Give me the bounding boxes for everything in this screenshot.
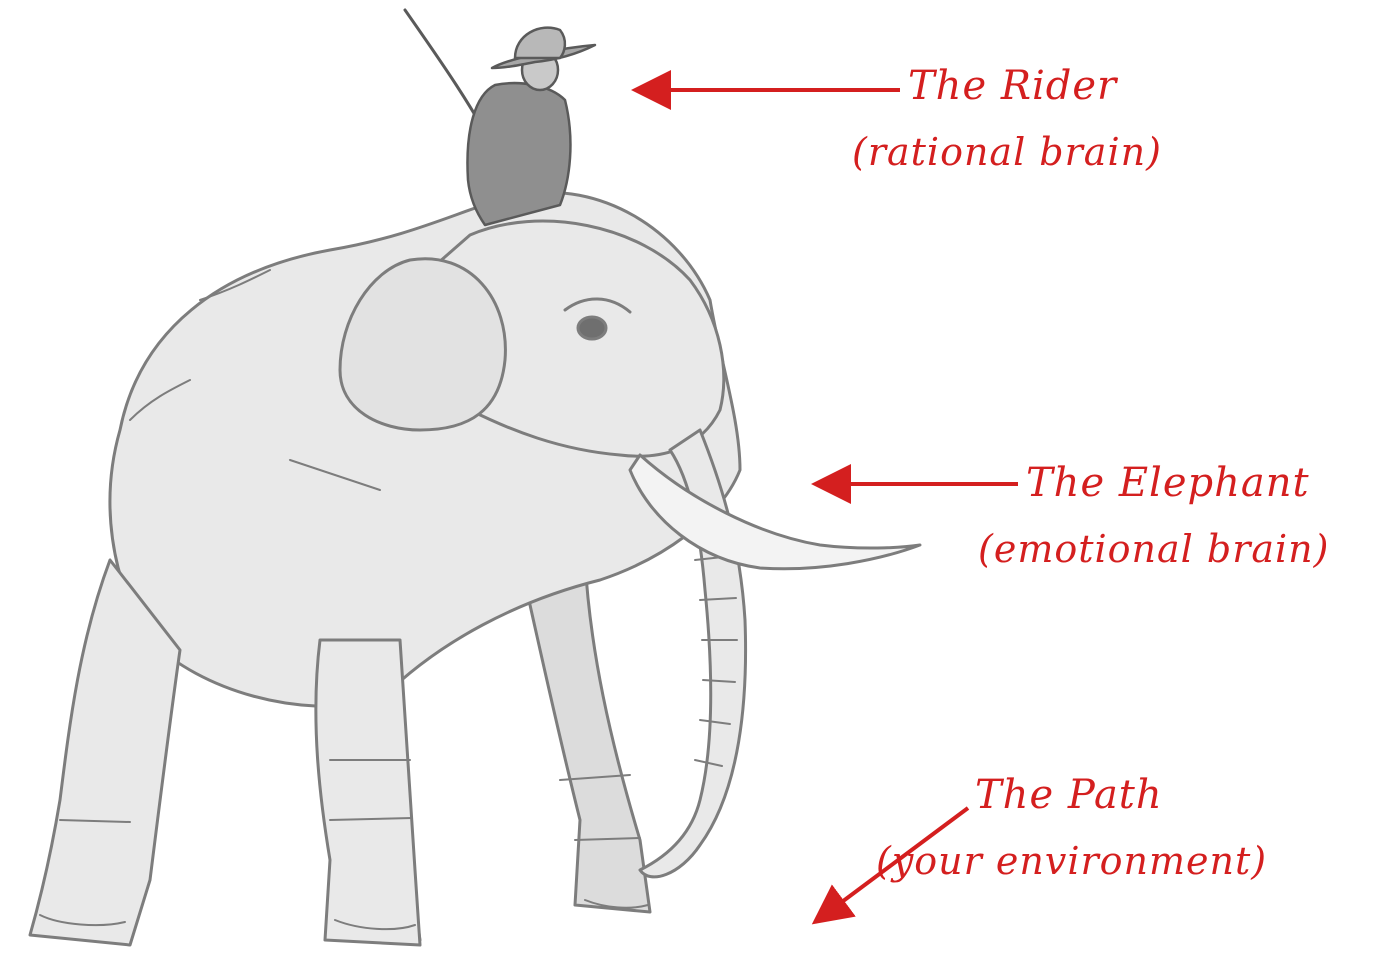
elephant-figure xyxy=(30,192,920,945)
rider-subtitle: (rational brain) xyxy=(852,133,1162,171)
path-title: The Path xyxy=(975,775,1163,815)
elephant-title: The Elephant xyxy=(1026,463,1310,503)
elephant-subtitle: (emotional brain) xyxy=(978,530,1330,568)
rider-title: The Rider xyxy=(908,66,1117,106)
path-subtitle: (your environment) xyxy=(876,842,1267,880)
